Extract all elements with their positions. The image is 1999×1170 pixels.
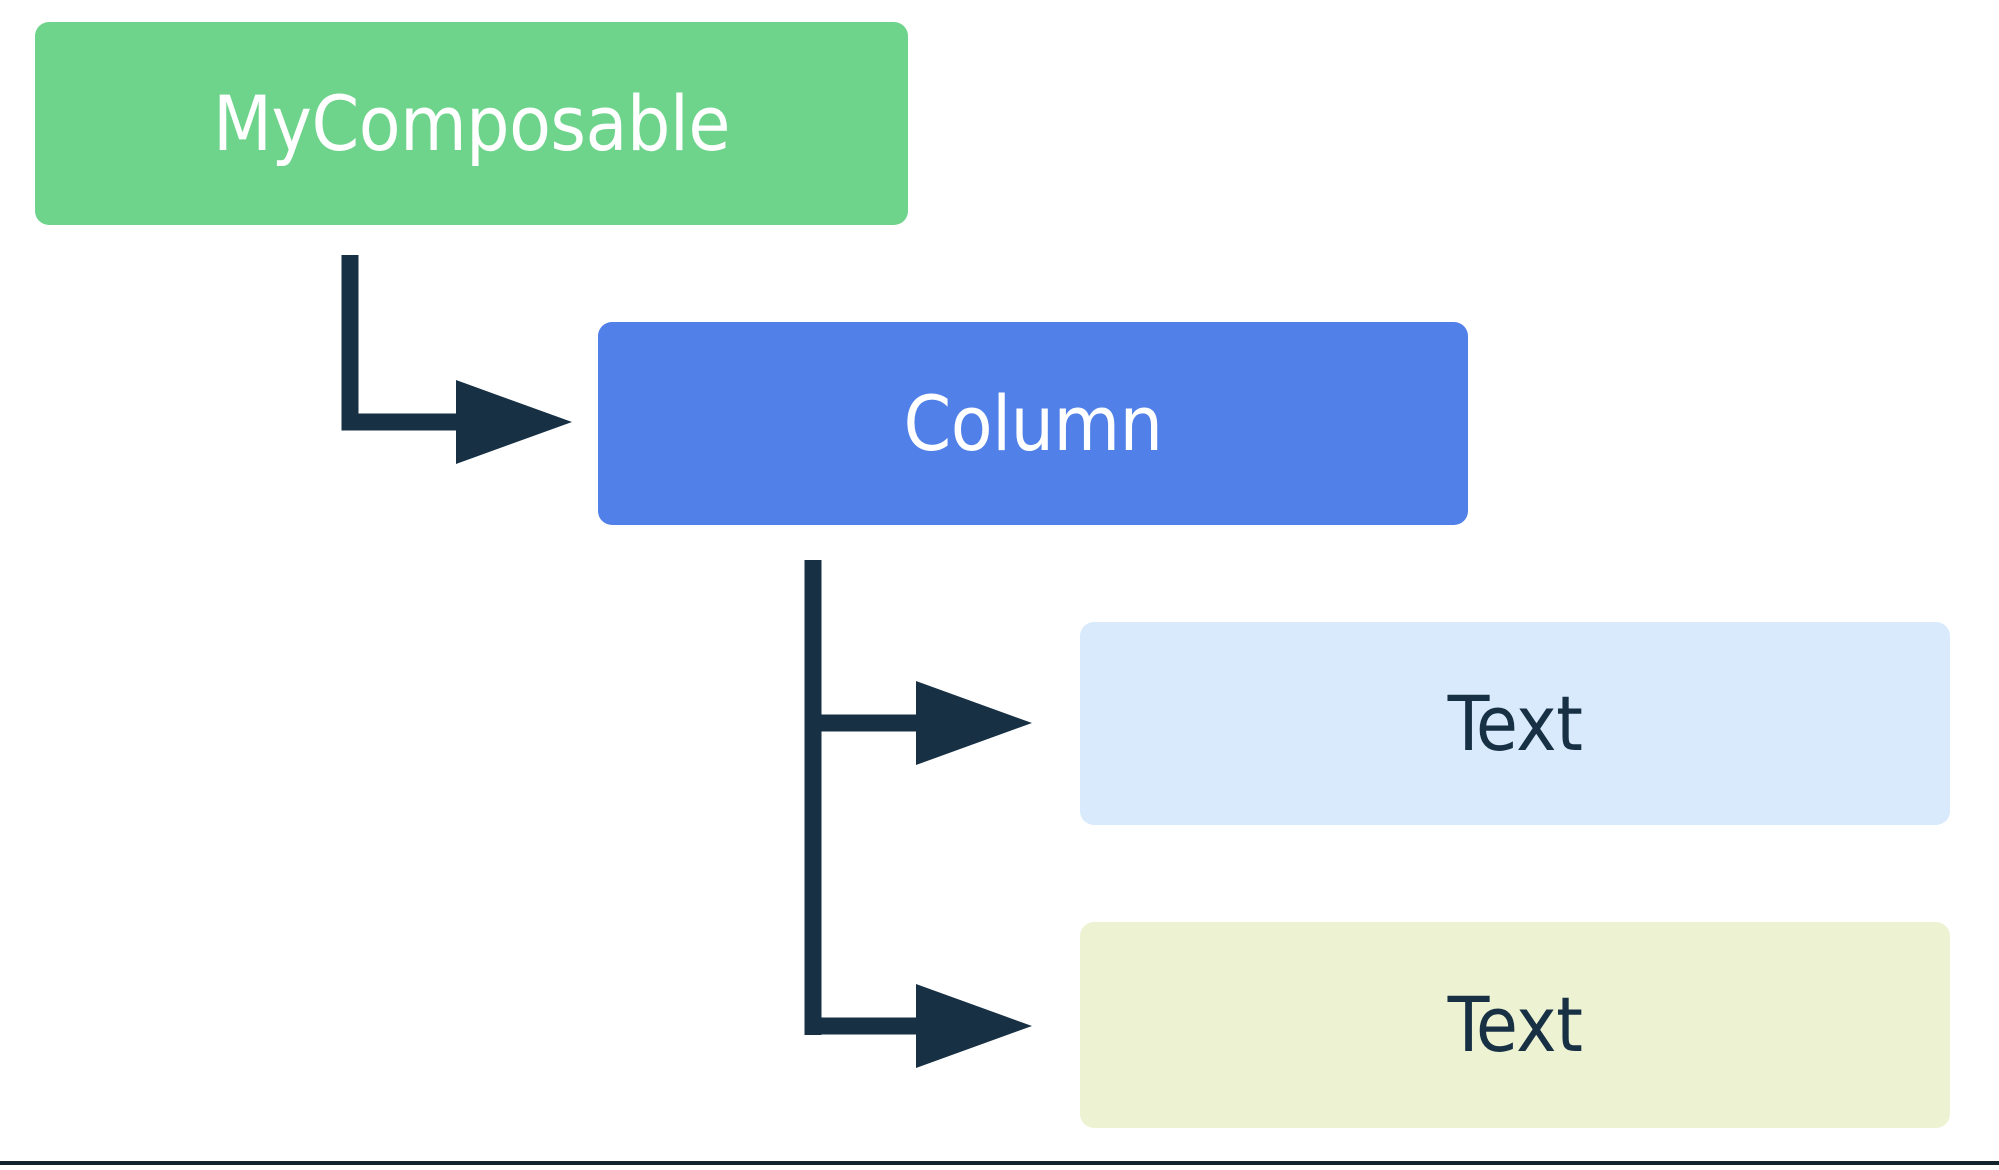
node-mycomposable-label: MyComposable (213, 78, 730, 168)
edge-column-text-2-arrow (813, 984, 1032, 1068)
node-text-1[interactable]: Text (1080, 622, 1950, 825)
edge-mycomposable-column-arrow (341, 255, 572, 464)
baseline-rule (0, 1161, 1999, 1165)
node-mycomposable[interactable]: MyComposable (35, 22, 908, 225)
node-column[interactable]: Column (598, 322, 1468, 525)
node-text-2-label: Text (1447, 980, 1583, 1069)
node-text-2[interactable]: Text (1080, 922, 1950, 1128)
node-column-label: Column (903, 378, 1163, 468)
node-text-1-label: Text (1447, 678, 1583, 768)
edge-column-text-1-arrow (813, 681, 1032, 765)
